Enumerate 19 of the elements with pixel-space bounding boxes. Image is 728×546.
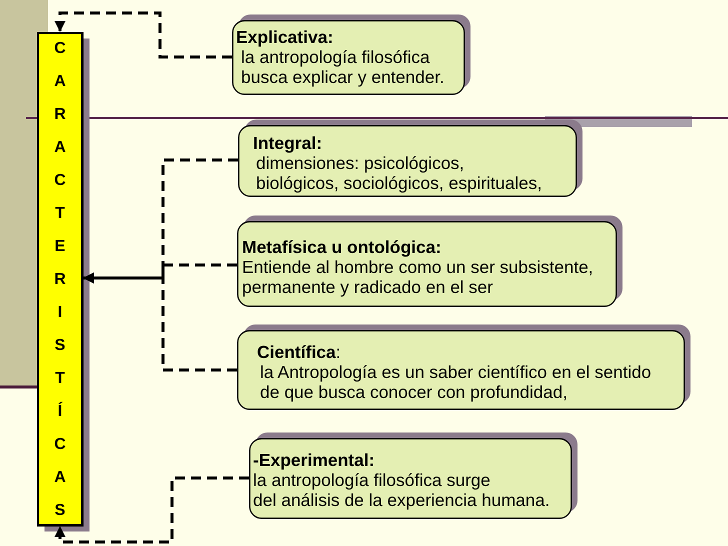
box-text: la antropología filosófica surge del análisis de la experiencia humana. — [253, 470, 550, 510]
box-text: dimensiones: psicológicos, biológicos, sociológicos, espirituales, — [256, 153, 542, 193]
box-heading: Explicativa: — [236, 27, 334, 47]
dashed-arrow — [83, 272, 237, 372]
rounded-text-box — [237, 215, 623, 307]
vertical-title: CARACTERISTÍCAS — [54, 39, 66, 521]
dashed-arrow — [54, 476, 249, 544]
rounded-text-box — [237, 324, 691, 410]
box-text: la antropología filosófica busca explicar y entender. — [241, 47, 444, 87]
rounded-text-box — [249, 432, 578, 519]
box-heading: Metafísica u ontológica: — [242, 237, 442, 257]
rounded-text-box — [232, 14, 471, 95]
title-column — [37, 32, 90, 532]
box-heading: Científica: — [257, 342, 341, 362]
box-heading: Integral: — [253, 133, 322, 153]
box-heading: -Experimental: — [253, 450, 375, 470]
rounded-text-box — [238, 119, 583, 197]
box-text: Entiende al hombre como un ser subsistente, permanente y radicado en el ser — [242, 257, 594, 297]
box-text: la Antropología es un saber científico en el sentido de que busca conocer con profundidad, — [260, 362, 652, 402]
